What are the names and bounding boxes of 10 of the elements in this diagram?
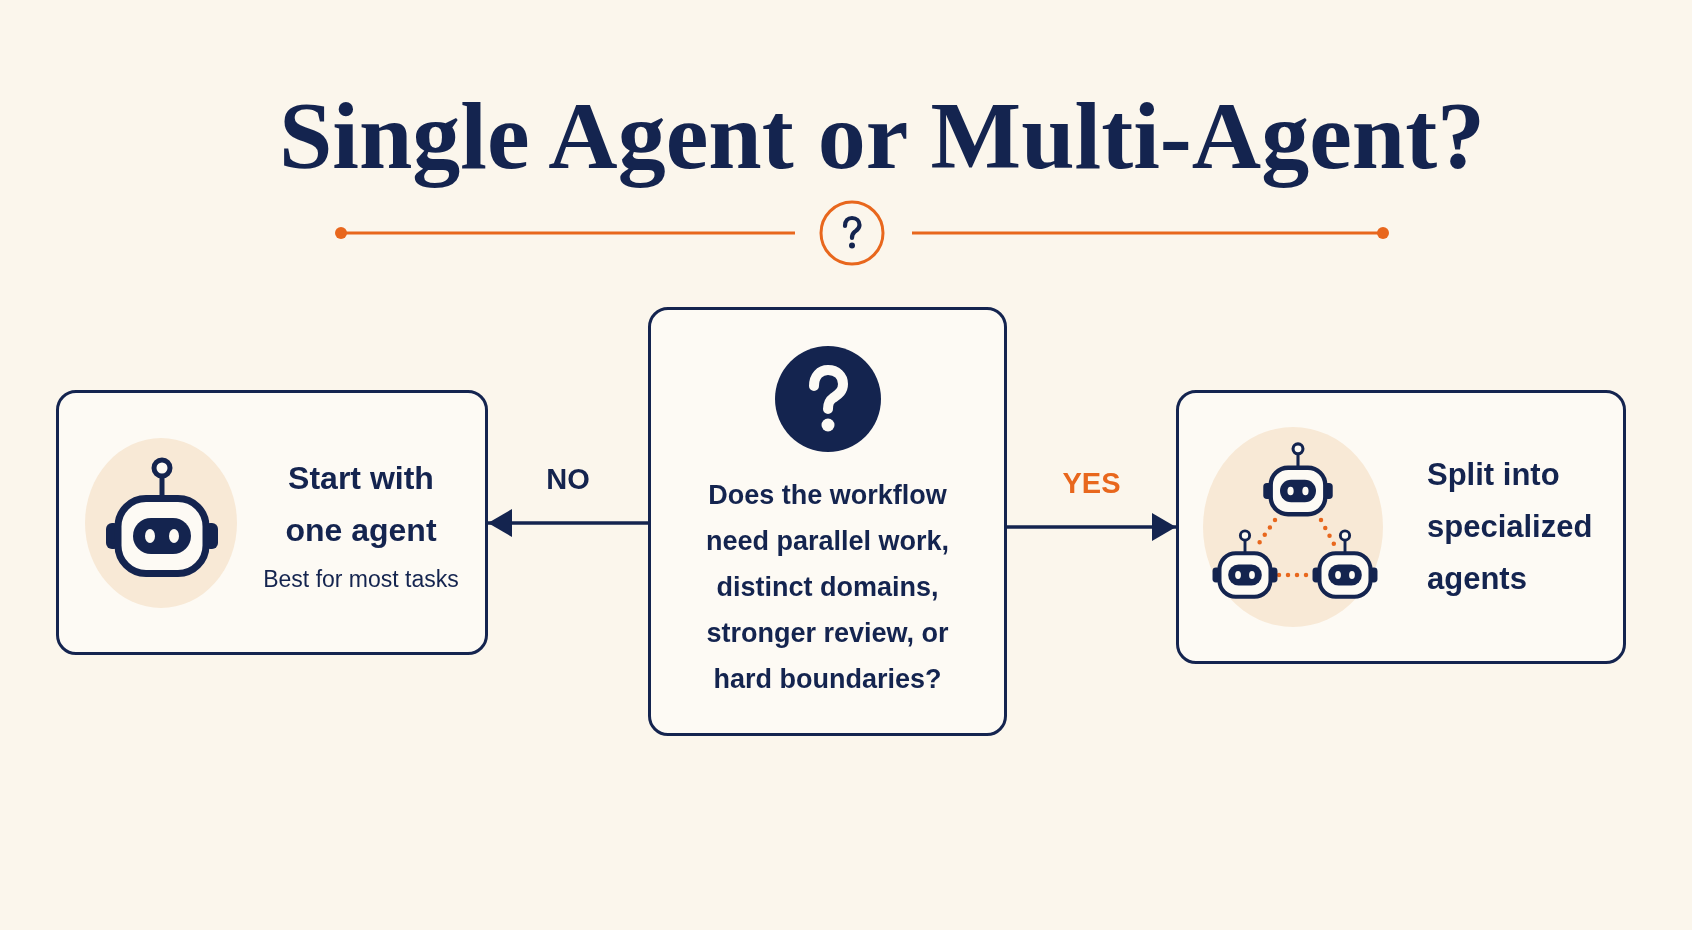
box-heading: Start with one agent: [284, 458, 438, 550]
arrow: [1007, 513, 1176, 541]
title: Single Agent or Multi-Agent?: [278, 81, 1486, 191]
question-text: Does the workflow need parallel work, distinct domains, stronger review, or hard boundaries?: [704, 479, 951, 696]
outcome-box: [56, 390, 488, 655]
decision-box: [648, 307, 1007, 736]
arrow: [488, 509, 648, 537]
outcome-box: [1176, 390, 1626, 664]
box-heading: Split into specialized agents: [1427, 456, 1594, 598]
box-subtitle: Best for most tasks: [263, 564, 459, 594]
